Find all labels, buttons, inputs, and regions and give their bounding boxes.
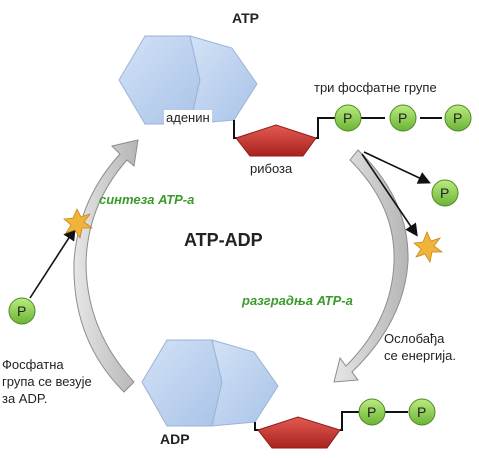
bind-arrow (29, 227, 76, 299)
phosphate-circle (8, 297, 36, 325)
phosphate-symbol: P (17, 303, 27, 319)
phosphates-label: три фосфатне групе (314, 80, 437, 95)
adenine-pentagon (211, 339, 279, 427)
phosphate-circle (358, 398, 386, 426)
center-label: ATP-ADP (184, 230, 263, 250)
phosphate-symbol: P (417, 404, 427, 420)
phosphate-symbol: P (398, 110, 408, 126)
ribose-pentagon (235, 124, 317, 157)
left-note-line: Фосфатна (2, 357, 64, 372)
left-note-line: за ADP. (2, 391, 48, 406)
left-note: Фосфатна група се везује за ADP. (2, 356, 92, 407)
atp-molecule (118, 35, 472, 157)
release-arrow (363, 151, 431, 184)
release-arrow (361, 153, 418, 237)
adp-molecule (141, 339, 436, 449)
bond-line (316, 117, 336, 139)
breakdown-label: разградња АТР-а (242, 293, 353, 308)
adp-title: ADP (160, 431, 190, 447)
left-note-line: група се везује (2, 374, 92, 389)
spark-icon (413, 230, 444, 264)
spark-icon (63, 208, 94, 240)
adenine-hexagon (141, 339, 223, 427)
cycle-arrow-right (333, 149, 409, 383)
phosphate-circle (408, 398, 436, 426)
phosphate-symbol: P (343, 110, 353, 126)
phosphate-symbol: P (440, 185, 450, 201)
right-note: Ослобађа се енергија. (384, 330, 456, 364)
phosphate-symbol: P (453, 110, 463, 126)
adenine-label: аденин (164, 110, 212, 125)
synthesis-label: синтеза АТР-а (99, 192, 195, 207)
atp-title: ATP (232, 10, 259, 26)
ribose-label: рибоза (250, 161, 293, 176)
phosphate-symbol: P (367, 404, 377, 420)
right-note-line: Ослобађа (384, 331, 445, 346)
cycle-arrow-left (73, 139, 139, 393)
phosphate-circle (334, 104, 362, 132)
ribose-pentagon (257, 416, 341, 449)
bond-line (233, 120, 240, 139)
bond-line (340, 411, 360, 431)
phosphate-circle (431, 179, 459, 207)
phosphate-circle (444, 104, 472, 132)
phosphate-circle (389, 104, 417, 132)
right-note-line: се енергија. (384, 348, 456, 363)
